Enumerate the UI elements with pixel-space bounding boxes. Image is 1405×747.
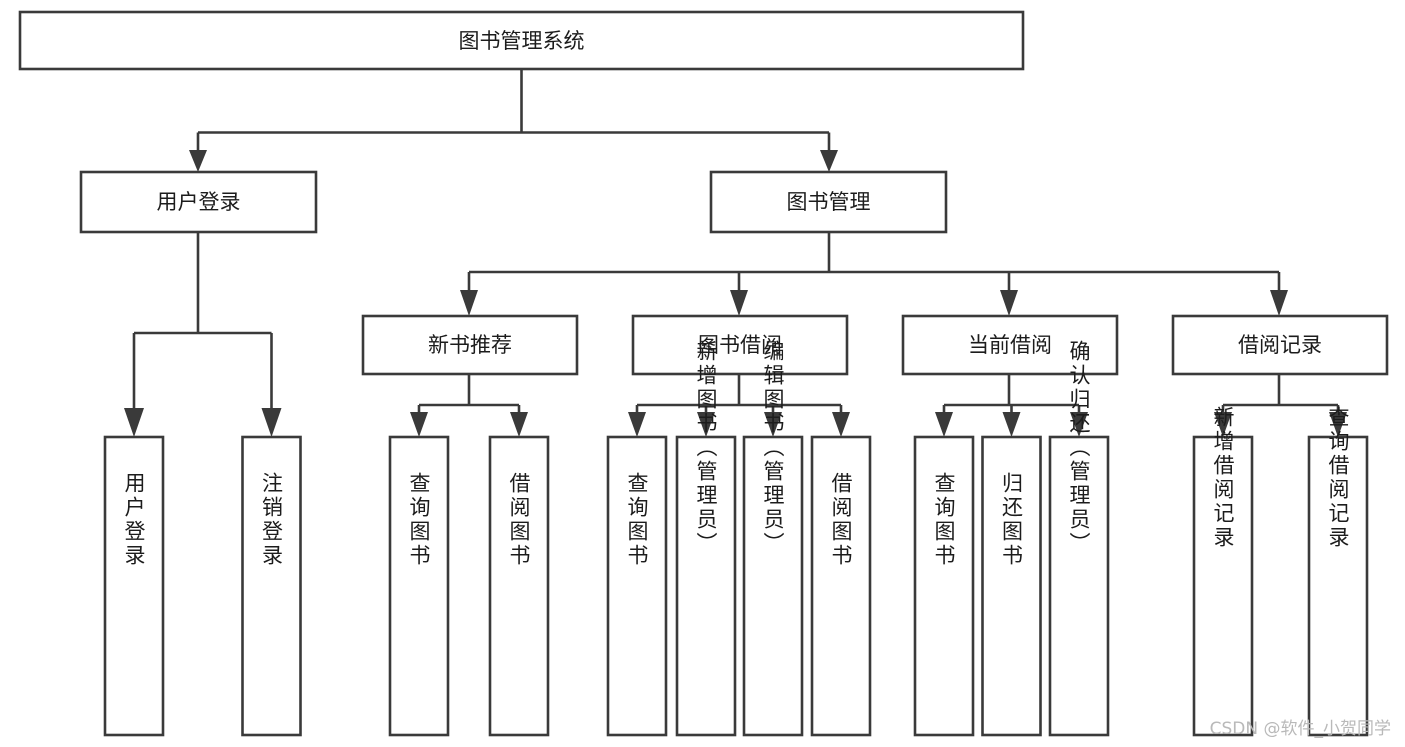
node-current-borrow-box — [901, 314, 1119, 376]
connector-layer — [124, 69, 1347, 437]
node-new-book-recommend[interactable]: 新书推荐 — [361, 314, 579, 376]
node-book-management[interactable]: 图书管理 — [709, 170, 948, 234]
leaf-cb-confirm-return-label: 确认归还（管理员） — [1067, 340, 1091, 556]
leaf-cb-return-book-label: 归还图书 — [1000, 472, 1024, 568]
leaf-nb-borrow-book-label: 借阅图书 — [507, 472, 531, 568]
leaf-nb-borrow-book[interactable]: 借阅图书 — [488, 435, 550, 737]
leaf-nb-query-book-label: 查询图书 — [407, 472, 431, 568]
leaf-user-login-label: 用户登录 — [122, 472, 146, 568]
leaf-bb-add-book[interactable]: 新增图书（管理员） — [675, 340, 737, 737]
arrow-head-br-leaf-1 — [1214, 412, 1232, 437]
node-borrow-record-label: 借阅记录 — [1238, 333, 1322, 357]
arrow-head-bb-leaf-3 — [764, 412, 782, 437]
arrow-head-cb-leaf-3 — [1070, 412, 1088, 437]
arrow-head-nb-leaf-1 — [410, 412, 428, 437]
leaf-bb-add-book-box — [675, 435, 737, 737]
leaf-cb-return-book[interactable]: 归还图书 — [981, 435, 1042, 737]
leaf-br-add-record-box — [1192, 435, 1254, 737]
leaf-br-query-record-box — [1307, 435, 1369, 737]
leaf-logout-box — [241, 435, 302, 737]
arrow-head-leaf-logout — [261, 408, 282, 437]
leaf-nb-query-book-box — [388, 435, 450, 737]
leaf-user-login-box — [103, 435, 165, 737]
leaf-nb-borrow-book-box — [488, 435, 550, 737]
node-new-book-recommend-box — [361, 314, 579, 376]
leaf-nb-query-book[interactable]: 查询图书 — [388, 435, 450, 737]
node-user-login-box — [79, 170, 318, 234]
leaf-cb-query-book[interactable]: 查询图书 — [913, 435, 975, 737]
leaf-logout-label: 注销登录 — [260, 472, 284, 568]
arrow-head-bb-leaf-2 — [697, 412, 715, 437]
arrow-head-user-login — [189, 150, 207, 172]
arrow-head-br-leaf-2 — [1329, 412, 1347, 437]
leaf-bb-edit-book-label: 编辑图书（管理员） — [761, 340, 785, 556]
node-borrow-record[interactable]: 借阅记录 — [1171, 314, 1389, 376]
arrow-head-nb-leaf-2 — [510, 412, 528, 437]
leaf-cb-return-book-box — [981, 435, 1042, 737]
node-root[interactable]: 图书管理系统 — [18, 10, 1025, 71]
arrow-head-current-borrow — [1000, 290, 1018, 316]
leaf-bb-borrow-book-box — [810, 435, 872, 737]
node-user-login-label: 用户登录 — [157, 190, 241, 214]
leaf-bb-edit-book-box — [742, 435, 804, 737]
arrow-head-bb-leaf-4 — [832, 412, 850, 437]
leaf-br-add-record-label: 新增借阅记录 — [1211, 406, 1235, 550]
leaf-br-query-record[interactable]: 查询借阅记录 — [1307, 406, 1369, 737]
leaf-logout[interactable]: 注销登录 — [241, 435, 302, 737]
leaf-bb-query-book-label: 查询图书 — [625, 472, 649, 568]
arrow-head-bb-leaf-1 — [628, 412, 646, 437]
node-new-book-recommend-label: 新书推荐 — [428, 333, 512, 357]
arrow-head-book-borrow — [730, 290, 748, 316]
leaf-bb-query-book-box — [606, 435, 668, 737]
node-user-login[interactable]: 用户登录 — [79, 170, 318, 234]
leaf-bb-query-book[interactable]: 查询图书 — [606, 435, 668, 737]
leaf-bb-edit-book[interactable]: 编辑图书（管理员） — [742, 340, 804, 737]
arrow-head-new-book-rec — [460, 290, 478, 316]
arrow-head-cb-leaf-2 — [1002, 412, 1021, 437]
arrow-head-cb-leaf-1 — [935, 412, 953, 437]
leaf-bb-add-book-label: 新增图书（管理员） — [694, 340, 718, 556]
node-book-management-box — [709, 170, 948, 234]
node-book-borrow-label: 图书借阅 — [698, 333, 782, 357]
arrow-head-book-mgmt — [820, 150, 838, 172]
node-book-borrow[interactable]: 图书借阅 — [631, 314, 849, 376]
node-current-borrow-label: 当前借阅 — [968, 333, 1052, 357]
arrow-head-leaf-user-login — [124, 408, 144, 437]
leaf-bb-borrow-book[interactable]: 借阅图书 — [810, 435, 872, 737]
node-book-management-label: 图书管理 — [787, 190, 871, 214]
node-root-box — [18, 10, 1025, 71]
leaf-user-login[interactable]: 用户登录 — [103, 435, 165, 737]
node-current-borrow[interactable]: 当前借阅 — [901, 314, 1119, 376]
leaf-cb-confirm-return[interactable]: 确认归还（管理员） — [1048, 340, 1110, 737]
leaf-cb-query-book-box — [913, 435, 975, 737]
arrow-head-borrow-record — [1270, 290, 1288, 316]
node-book-borrow-box — [631, 314, 849, 376]
leaf-br-query-record-label: 查询借阅记录 — [1326, 406, 1350, 550]
node-borrow-record-box — [1171, 314, 1389, 376]
leaf-bb-borrow-book-label: 借阅图书 — [829, 472, 853, 568]
node-root-label: 图书管理系统 — [459, 29, 585, 53]
leaf-cb-query-book-label: 查询图书 — [932, 472, 956, 568]
leaf-br-add-record[interactable]: 新增借阅记录 — [1192, 406, 1254, 737]
leaf-cb-confirm-return-box — [1048, 435, 1110, 737]
